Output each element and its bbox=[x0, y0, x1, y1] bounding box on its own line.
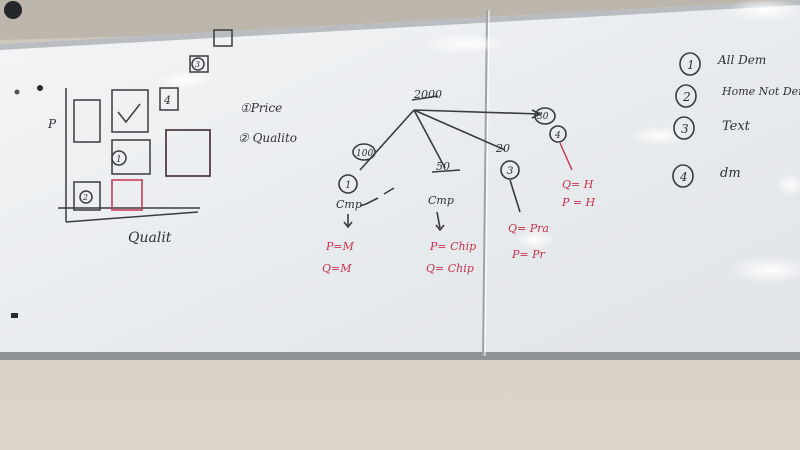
list-item-1-text: All Dem bbox=[717, 53, 766, 67]
branch-1-q: Q=M bbox=[322, 262, 352, 275]
branch-4-q: Q= H bbox=[562, 178, 594, 191]
tree-root-count: 2000 bbox=[413, 88, 442, 101]
branch-1-node: 1 bbox=[345, 180, 351, 191]
whiteboard bbox=[0, 0, 800, 360]
branch-4-count: 30 bbox=[537, 112, 549, 122]
numbered-list bbox=[672, 52, 701, 188]
list-item-2-text: Home Not Dem bbox=[721, 85, 800, 98]
branch-3-count: 20 bbox=[495, 142, 510, 155]
grid-box-label-1: 1 bbox=[116, 155, 122, 165]
branch-4-node: 4 bbox=[554, 131, 561, 141]
quality-price-grid bbox=[58, 29, 233, 223]
light-glare bbox=[157, 0, 800, 284]
branch-3-p: P= Pr bbox=[511, 248, 546, 261]
list-item-1-number: 1 bbox=[687, 58, 695, 72]
branch-1-p: P=M bbox=[325, 240, 355, 253]
grid-box-label-4: 4 bbox=[163, 94, 171, 107]
legend-price: ①Price bbox=[240, 101, 282, 115]
list-item-3-number: 3 bbox=[681, 122, 689, 136]
branch-2-segment: Cmp bbox=[428, 194, 454, 207]
branch-1-segment: Cmp bbox=[336, 198, 362, 211]
branch-2-q: Q= Chip bbox=[426, 262, 474, 275]
list-item-4-number: 4 bbox=[679, 170, 688, 184]
branch-1-count: 100 bbox=[356, 149, 373, 159]
segmentation-tree bbox=[338, 95, 567, 232]
branch-3-node: 3 bbox=[507, 166, 513, 177]
list-item-4-text: dm bbox=[720, 166, 741, 181]
branch-2-p: P= Chip bbox=[429, 240, 476, 253]
y-axis-label: P bbox=[47, 117, 57, 131]
grid-box-label-3: 3 bbox=[195, 60, 200, 69]
x-axis-label: Qualit bbox=[128, 230, 172, 246]
list-item-2-number: 2 bbox=[682, 90, 691, 104]
list-item-3-text: Text bbox=[722, 119, 751, 134]
legend-quality: ② Qualito bbox=[238, 131, 297, 145]
branch-2-count: 50 bbox=[436, 160, 450, 173]
branch-3-q: Q= Pra bbox=[508, 222, 549, 235]
grid-box-label-2: 2 bbox=[82, 193, 88, 202]
branch-4-p: P = H bbox=[561, 196, 596, 209]
